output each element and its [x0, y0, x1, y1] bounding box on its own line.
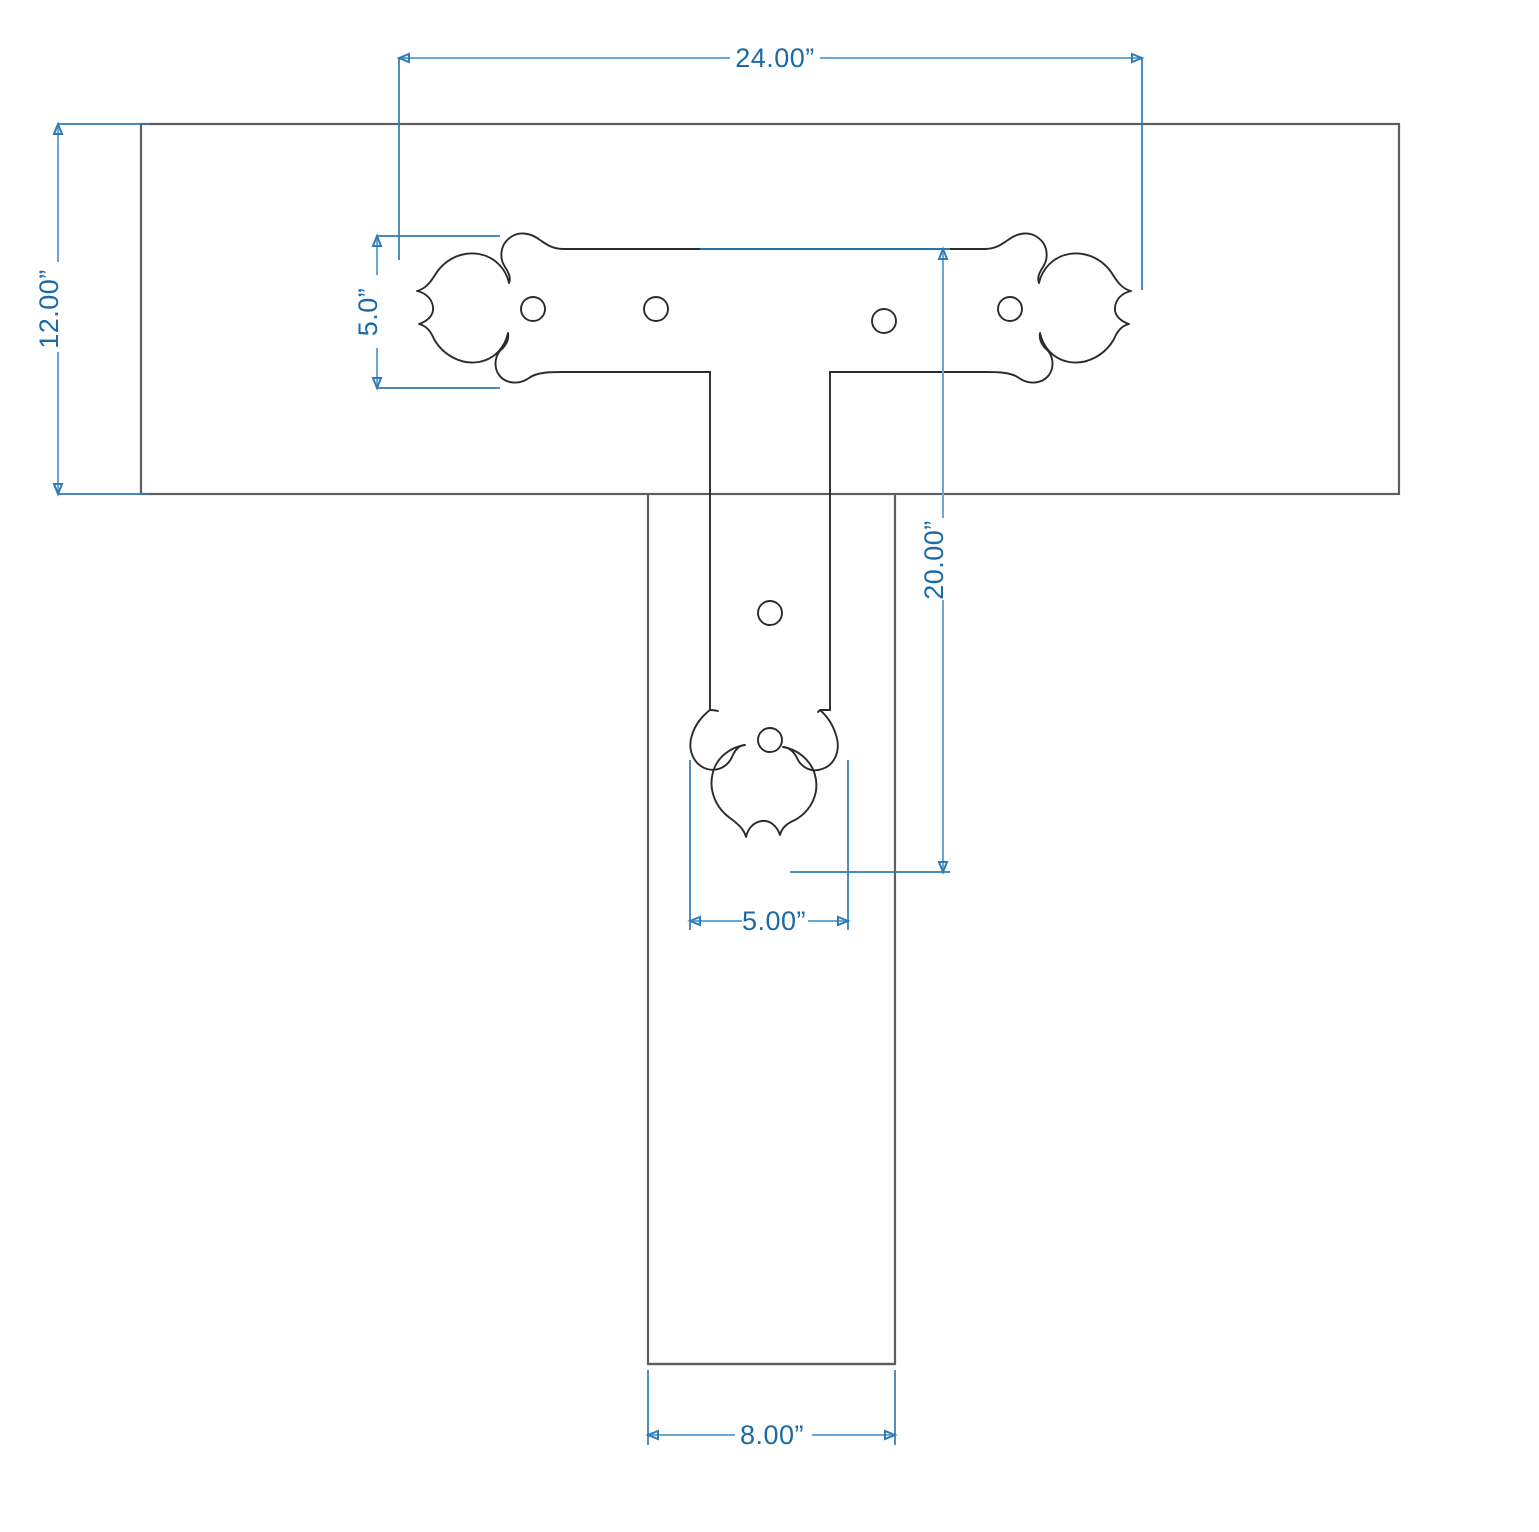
dimension-label-5-00: 5.00”	[742, 906, 806, 936]
hole-h4	[997, 296, 1023, 322]
hole-h1	[520, 296, 546, 322]
vertical-post-timber	[646, 494, 897, 1366]
dimension-label-24: 24.00”	[735, 43, 815, 73]
dimension-label-8: 8.00”	[740, 1420, 804, 1450]
dimension-label-20: 20.00”	[919, 520, 949, 600]
t-strap-hinge-outline	[416, 232, 1132, 838]
dimension-label-5-0: 5.0”	[353, 288, 383, 337]
horizontal-beam-timber	[139, 122, 1401, 496]
dimension-post-width: 8.00”	[645, 1370, 898, 1450]
dimension-beam-width: 24.00”	[396, 43, 1145, 290]
hole-v1	[757, 600, 783, 626]
dimension-beam-height: 12.00”	[34, 121, 150, 497]
hole-v2	[757, 727, 783, 753]
hole-h3	[871, 308, 897, 334]
hole-h2	[643, 296, 669, 322]
dimension-strap-height: 5.0”	[353, 233, 500, 391]
dimension-strap-drop: 20.00”	[700, 246, 950, 875]
dimension-strap-width: 5.00”	[687, 760, 851, 936]
fastener-holes	[520, 296, 1023, 753]
dimension-label-12: 12.00”	[34, 269, 64, 349]
